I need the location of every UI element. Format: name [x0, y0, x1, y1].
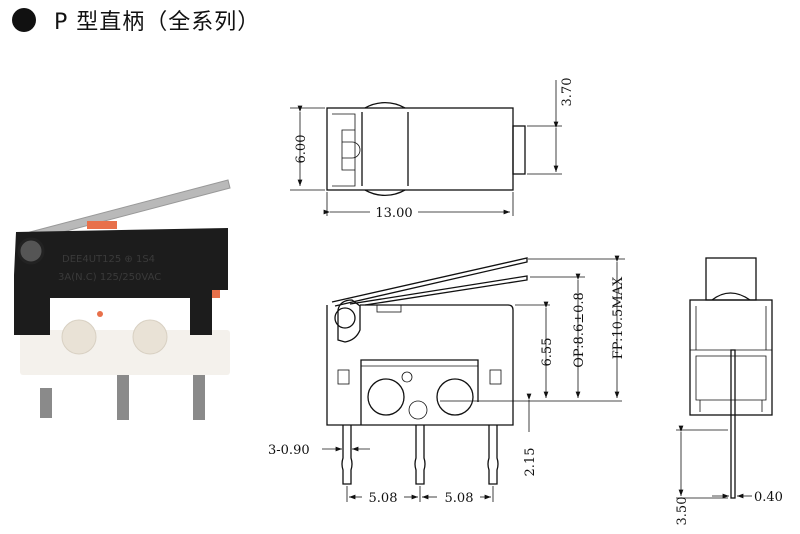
dim-pin-offset: 2.15 [523, 448, 538, 477]
section-header: P 型直柄（全系列） [12, 4, 260, 36]
dim-pin-width: 3-0.90 [268, 443, 310, 458]
dim-pin-length: 3.50 [675, 497, 690, 526]
filled-circle-icon [12, 8, 36, 32]
photo-print-2: 3A(N.C) 125/250VAC [58, 272, 161, 283]
photo-pin [40, 388, 52, 418]
dim-pitch-left: 5.08 [369, 491, 398, 506]
dim-body-height: 6.55 [540, 338, 555, 367]
photo-pivot [17, 237, 45, 265]
photo-hole [132, 319, 168, 355]
top-view-drawing: 6.00 13.00 3.70 [290, 78, 575, 221]
photo-housing [14, 228, 228, 335]
switch-photo: DEE4UT125 ⊕ 1S4 3A(N.C) 125/250VAC [14, 179, 231, 420]
dim-free-position: FP:10.5MAX [611, 276, 626, 359]
dim-length: 13.00 [375, 206, 412, 221]
dim-operating-position: OP:8.6±0.8 [572, 292, 587, 368]
side-view-drawing: 6.55 OP:8.6±0.8 FP:10.5MAX 2.15 3-0.90 5… [268, 255, 626, 506]
photo-print-1: DEE4UT125 ⊕ 1S4 [62, 254, 155, 265]
dim-step: 3.70 [560, 78, 575, 107]
dim-pitch-right: 5.08 [445, 491, 474, 506]
photo-hole [61, 319, 97, 355]
end-view-drawing: 3.50 0.40 [675, 257, 783, 526]
photo-pin [193, 368, 205, 420]
dim-pin-thickness: 0.40 [754, 490, 783, 505]
photo-base [20, 330, 230, 375]
section-title: P 型直柄（全系列） [54, 10, 261, 35]
photo-pin [117, 368, 129, 420]
dim-height: 6.00 [294, 135, 309, 164]
